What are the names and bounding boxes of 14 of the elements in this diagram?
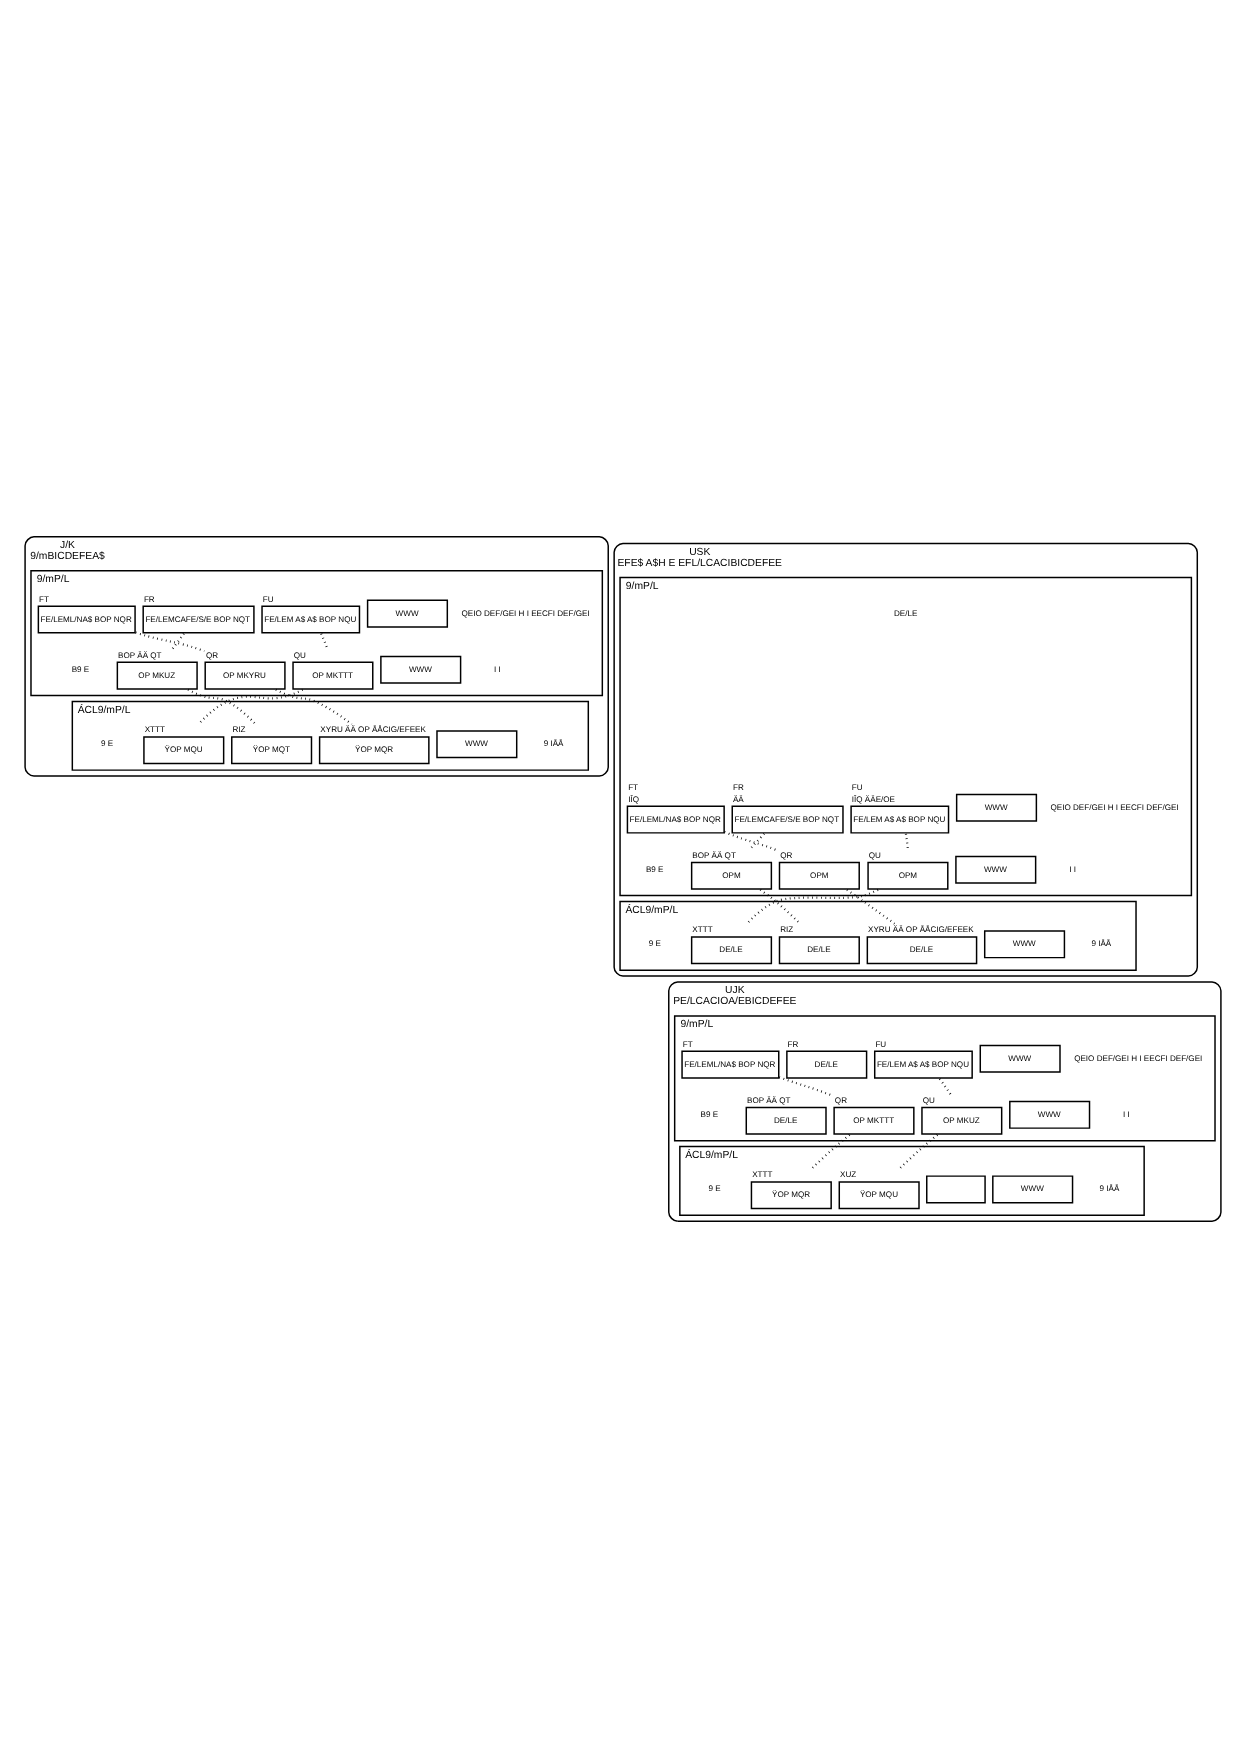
- connector: [759, 887, 802, 925]
- connector: [897, 1132, 939, 1170]
- connector: [135, 630, 205, 652]
- connector: [748, 832, 765, 850]
- connector: [778, 1075, 834, 1097]
- connector: [846, 887, 896, 925]
- connector: [745, 887, 879, 924]
- connector: [170, 632, 185, 650]
- node-box: [926, 1174, 986, 1203]
- connector: [938, 1077, 952, 1095]
- connector: [724, 829, 779, 851]
- connector: [810, 1132, 851, 1170]
- connector: [187, 687, 257, 725]
- connector: [197, 687, 304, 724]
